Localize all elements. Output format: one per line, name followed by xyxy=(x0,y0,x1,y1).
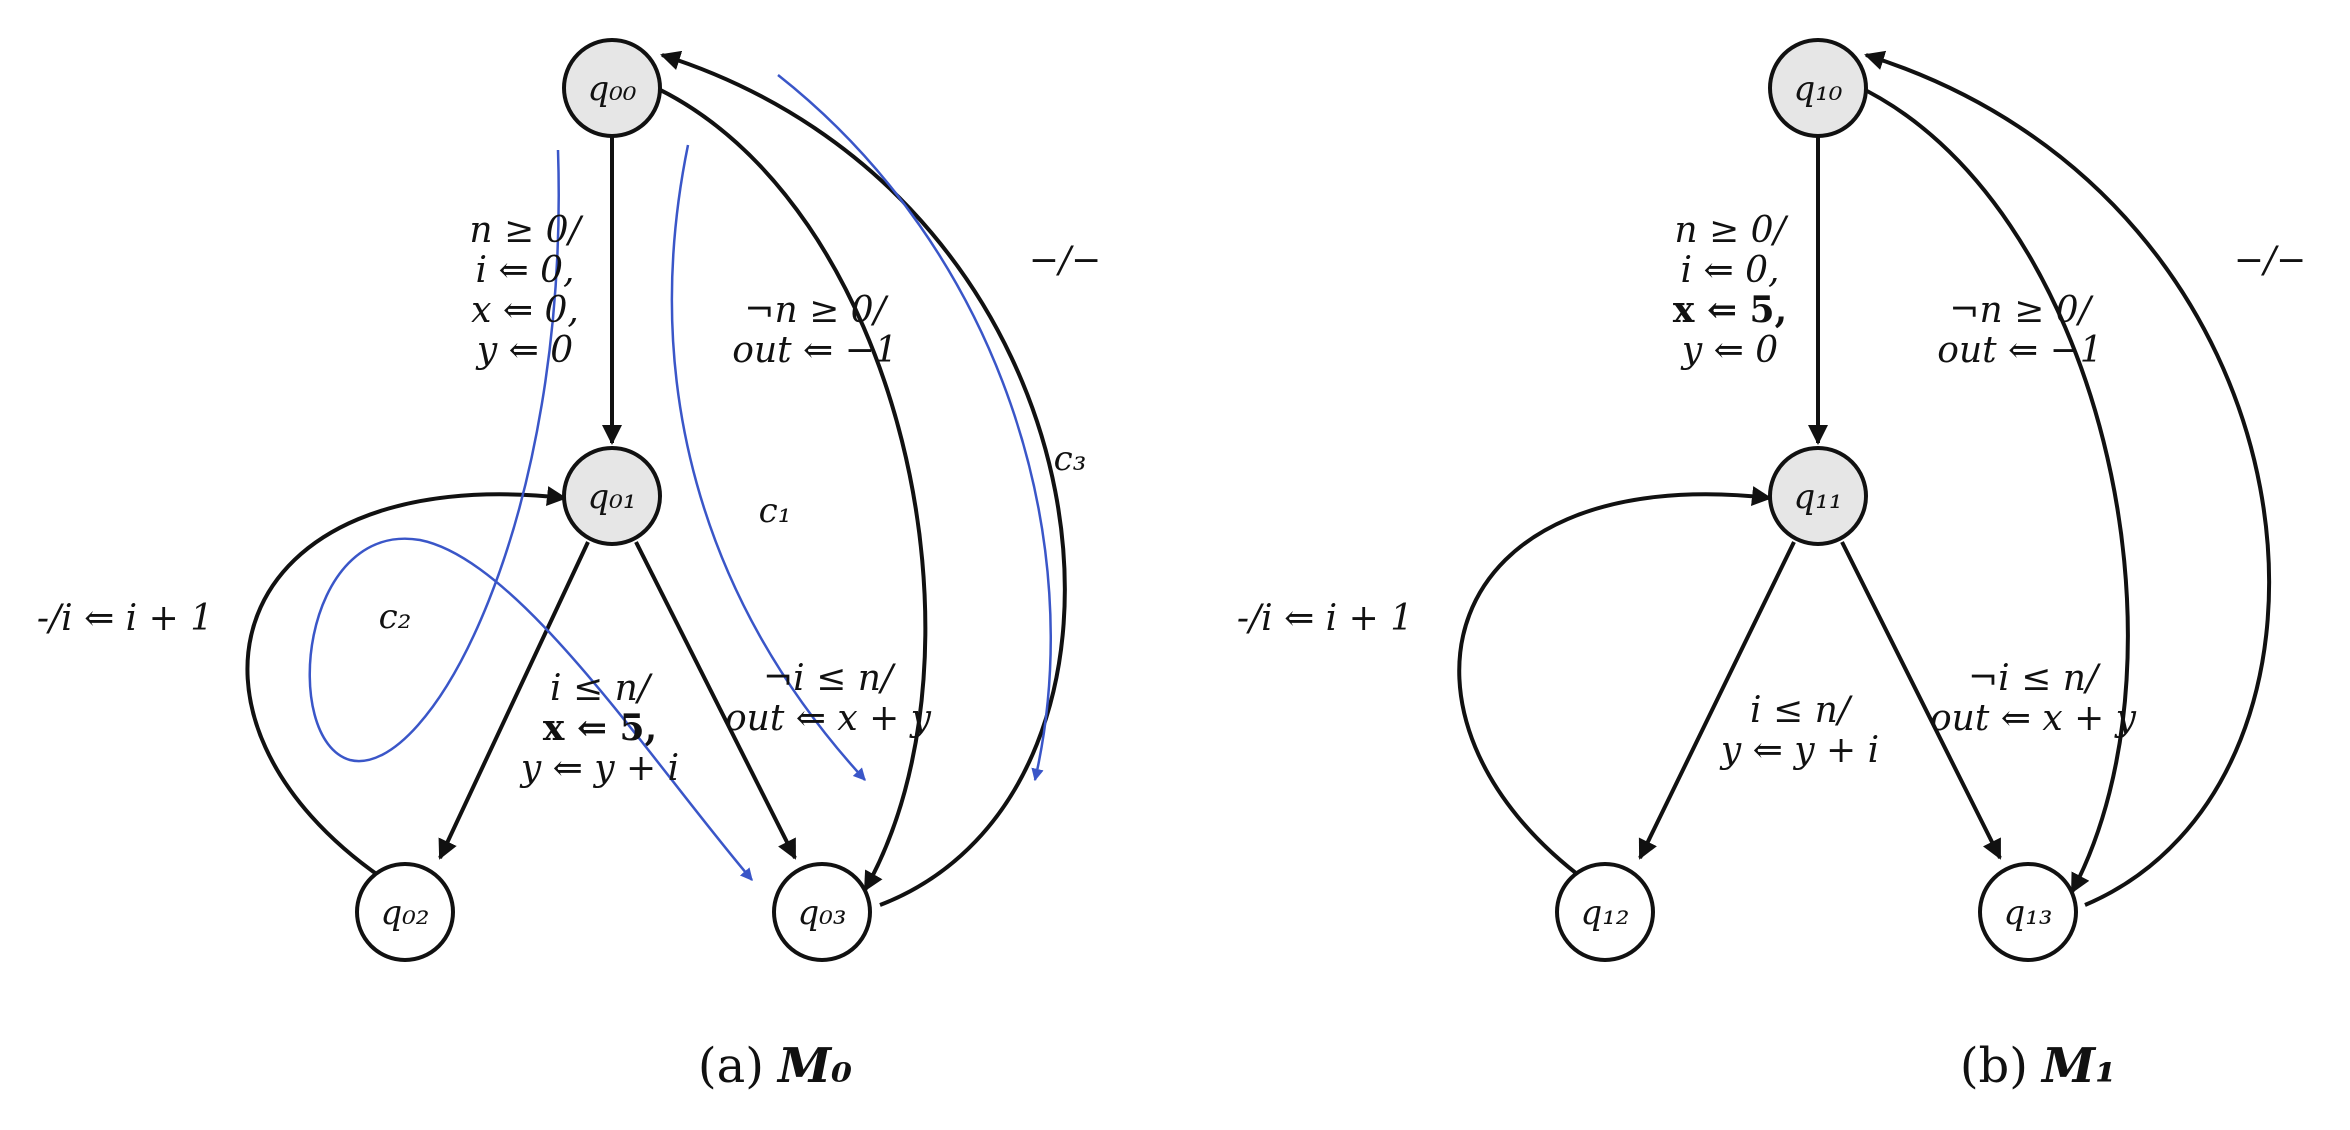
label-init-m1-line2: i ⇐ 0, xyxy=(1681,250,1780,291)
label-exit-m1-line2: out ⇐ x + y xyxy=(1930,698,2137,739)
caption-m0-name: M₀ xyxy=(776,1038,852,1094)
path-c1 xyxy=(670,144,866,781)
label-reset-m1: −/− xyxy=(2234,240,2306,281)
label-body: i ≤ n/ x ⇐ 5, y ⇐ y + i xyxy=(519,668,679,789)
label-body-line3: y ⇐ y + i xyxy=(519,748,679,789)
label-init-m1-line3: x ⇐ 5, xyxy=(1673,289,1787,331)
label-reset: −/− xyxy=(1029,240,1101,281)
label-neg-m1: ¬n ≥ 0/ out ⇐ −1 xyxy=(1937,290,2102,371)
node-q10-label: q₁₀ xyxy=(1793,69,1842,109)
edge-q13-q10-reset xyxy=(1864,50,2271,907)
node-q11: q₁₁ xyxy=(1768,446,1868,546)
label-exit-line2: out ⇐ x + y xyxy=(725,698,932,739)
node-q13-label: q₁₃ xyxy=(2003,893,2052,933)
label-exit-line1: ¬i ≤ n/ xyxy=(763,658,897,699)
label-neg-line1: ¬n ≥ 0/ xyxy=(744,290,889,331)
caption-m0-prefix: (a) xyxy=(698,1038,764,1094)
node-q00-label: q₀₀ xyxy=(587,69,636,109)
node-q10: q₁₀ xyxy=(1768,38,1868,138)
node-q02-label: q₀₂ xyxy=(380,893,429,933)
label-body-m1: i ≤ n/ y ⇐ y + i xyxy=(1719,690,1879,771)
label-neg-m1-line1: ¬n ≥ 0/ xyxy=(1949,290,2094,331)
edge-q11-q13 xyxy=(1840,541,2002,860)
path-label-c2: c₂ xyxy=(379,597,412,637)
node-q03-label: q₀₃ xyxy=(797,893,846,933)
caption-m0: (a)M₀ xyxy=(698,1038,852,1094)
path-label-c1: c₁ xyxy=(759,491,792,531)
label-init-line2: i ⇐ 0, xyxy=(476,250,575,291)
label-init-m1: n ≥ 0/ i ⇐ 0, x ⇐ 5, y ⇐ 0 xyxy=(1673,210,1790,371)
label-init-m1-line4: y ⇐ 0 xyxy=(1680,330,1778,371)
label-init-line4: y ⇐ 0 xyxy=(475,330,573,371)
path-label-c3: c₃ xyxy=(1054,439,1087,479)
diagram-m1: q₁₀ q₁₁ q₁₂ q₁₃ n ≥ 0/ i ⇐ 0, x ⇐ 5, y ⇐… xyxy=(1237,38,2306,1094)
node-q03: q₀₃ xyxy=(772,862,872,962)
label-init: n ≥ 0/ i ⇐ 0, x ⇐ 0, y ⇐ 0 xyxy=(469,210,584,371)
edge-q01-q03 xyxy=(634,541,797,860)
node-q01-label: q₀₁ xyxy=(587,477,636,517)
label-neg-m1-line2: out ⇐ −1 xyxy=(1937,330,2102,371)
node-q12-label: q₁₂ xyxy=(1580,893,1629,933)
label-loop: -/i ⇐ i + 1 xyxy=(37,598,213,639)
edge-q11-q12 xyxy=(1638,541,1796,860)
label-body-line1: i ≤ n/ xyxy=(550,668,654,709)
edge-q00-q03-neg xyxy=(649,83,928,892)
node-q02: q₀₂ xyxy=(355,862,455,962)
edge-q10-q13-neg xyxy=(1854,83,2130,894)
node-q11-label: q₁₁ xyxy=(1793,477,1842,517)
label-exit-m1-line1: ¬i ≤ n/ xyxy=(1968,658,2102,699)
caption-m1: (b)M₁ xyxy=(1960,1038,2116,1094)
label-exit-m1: ¬i ≤ n/ out ⇐ x + y xyxy=(1930,658,2137,739)
label-init-line1: n ≥ 0/ xyxy=(469,210,584,251)
label-init-m1-line1: n ≥ 0/ xyxy=(1674,210,1789,251)
label-exit: ¬i ≤ n/ out ⇐ x + y xyxy=(725,658,932,739)
path-c3 xyxy=(777,74,1052,782)
node-q12: q₁₂ xyxy=(1555,862,1655,962)
label-body-m1-line2: y ⇐ y + i xyxy=(1719,730,1879,771)
caption-m1-name: M₁ xyxy=(2040,1038,2116,1094)
node-q01: q₀₁ xyxy=(562,446,662,546)
label-loop-m1: -/i ⇐ i + 1 xyxy=(1237,598,1413,639)
label-body-m1-line1: i ≤ n/ xyxy=(1750,690,1854,731)
path-c2 xyxy=(308,149,753,881)
edge-q03-q00-reset xyxy=(660,50,1067,907)
node-q00: q₀₀ xyxy=(562,38,662,138)
edge-q12-q11-loop xyxy=(1457,486,1772,882)
diagram-m0: q₀₀ q₀₁ q₀₂ q₀₃ n ≥ 0/ i ⇐ 0, x ⇐ 0, y ⇐… xyxy=(37,38,1101,1094)
edge-q01-q02 xyxy=(438,541,590,860)
label-body-line2: x ⇐ 5, xyxy=(543,707,657,749)
label-neg: ¬n ≥ 0/ out ⇐ −1 xyxy=(732,290,897,371)
caption-m1-prefix: (b) xyxy=(1960,1038,2028,1094)
label-neg-line2: out ⇐ −1 xyxy=(732,330,897,371)
node-q13: q₁₃ xyxy=(1978,862,2078,962)
label-init-line3: x ⇐ 0, xyxy=(471,290,579,331)
edge-q02-q01-loop xyxy=(245,486,567,882)
